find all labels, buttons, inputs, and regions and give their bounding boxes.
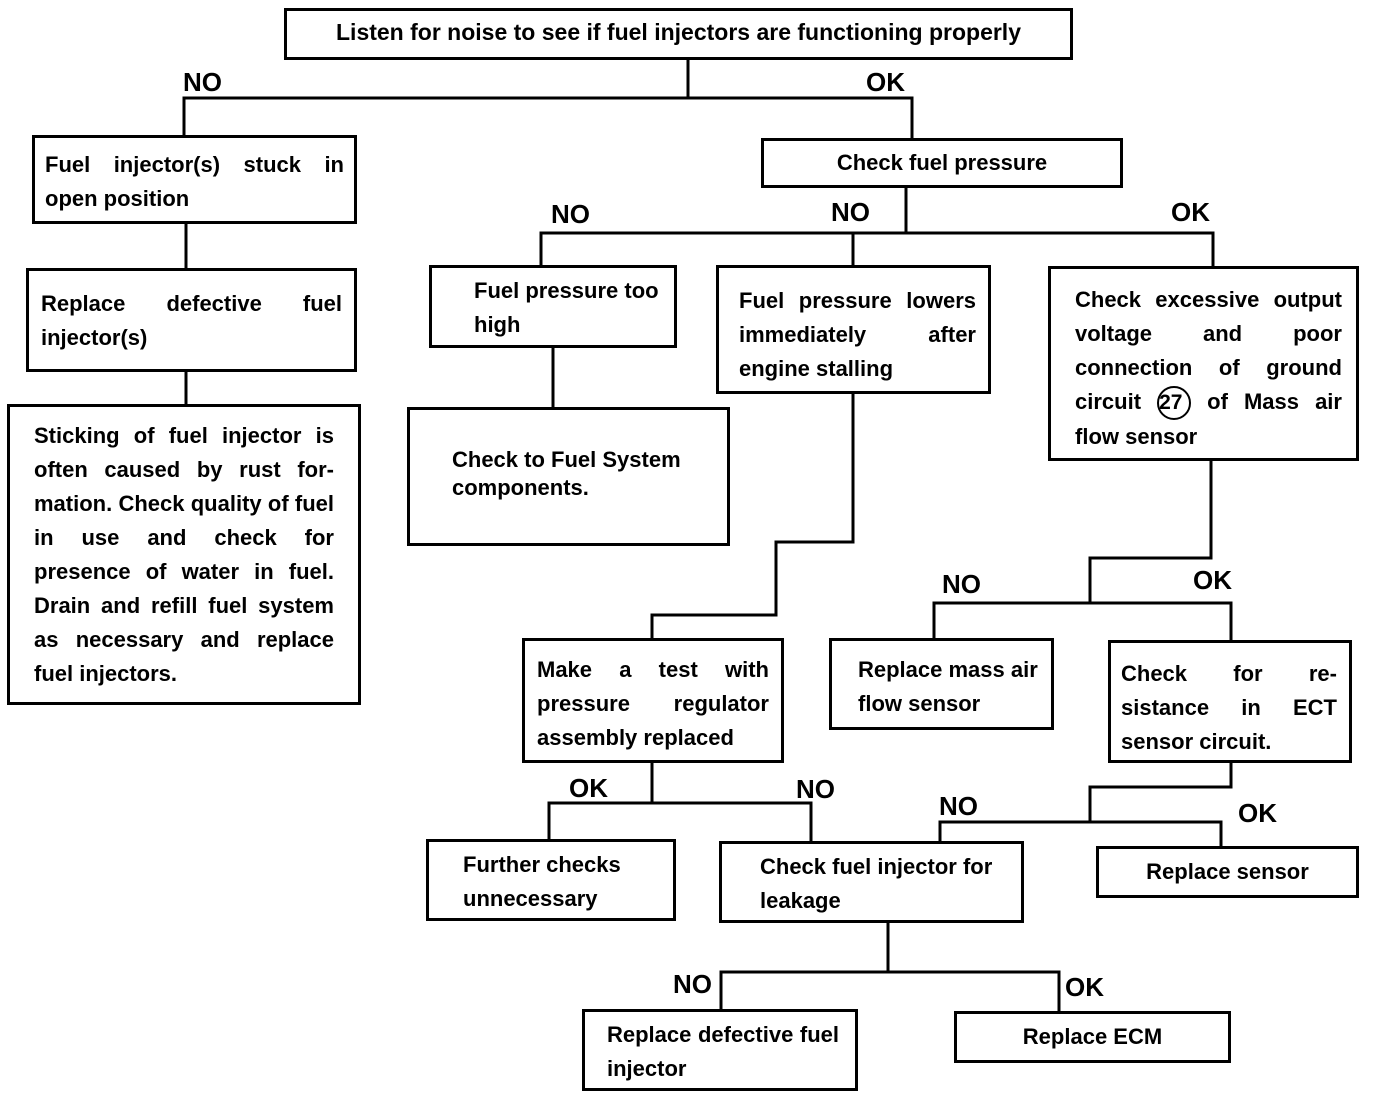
label-no: NO bbox=[831, 197, 870, 227]
label-no: NO bbox=[551, 199, 590, 229]
excessive-text-post: of Mass air flow sensor bbox=[1075, 389, 1342, 449]
node-replace-sensor: Replace sensor bbox=[1096, 846, 1359, 898]
node-pressure-too-high: Fuel pressure too high bbox=[429, 265, 677, 348]
label-no: NO bbox=[942, 569, 981, 599]
node-replace-ecm: Replace ECM bbox=[954, 1011, 1231, 1063]
label-ok: OK bbox=[1065, 972, 1104, 1002]
label-ok: OK bbox=[866, 67, 905, 97]
node-check-ect: Check for re-sistance in ECT sensor circ… bbox=[1108, 640, 1352, 763]
node-replace-maf: Replace mass air flow sensor bbox=[829, 638, 1054, 730]
node-injector-stuck: Fuel injector(s) stuck in open position bbox=[32, 135, 357, 224]
label-no: NO bbox=[939, 791, 978, 821]
node-pressure-lowers: Fuel pressure lowers immediately after e… bbox=[716, 265, 991, 394]
circuit-number-badge: 27 bbox=[1157, 386, 1192, 420]
node-replace-injectors: Replace defective fuel injector(s) bbox=[26, 268, 357, 372]
label-no: NO bbox=[673, 969, 712, 999]
excessive-text-pre: Check excessive output voltage and poor … bbox=[1075, 287, 1342, 414]
node-check-leakage: Check fuel injector for leakage bbox=[719, 841, 1024, 923]
node-test-regulator: Make a test with pressure regulator asse… bbox=[522, 638, 784, 763]
node-replace-defective-injector: Replace defective fuel injector bbox=[582, 1009, 858, 1091]
node-check-components: Check to Fuel System components. bbox=[407, 407, 730, 546]
label-ok: OK bbox=[1193, 565, 1232, 595]
label-ok: OK bbox=[1238, 798, 1277, 828]
node-root: Listen for noise to see if fuel injector… bbox=[284, 8, 1073, 60]
node-check-fuel-pressure: Check fuel pressure bbox=[761, 138, 1123, 188]
label-no: NO bbox=[183, 67, 222, 97]
node-sticking-note: Sticking of fuel injector is often cause… bbox=[7, 404, 361, 705]
label-ok: OK bbox=[569, 773, 608, 803]
node-check-excessive-voltage: Check excessive output voltage and poor … bbox=[1048, 266, 1359, 461]
node-further-checks: Further checks unnecessary bbox=[426, 839, 676, 921]
label-no: NO bbox=[796, 774, 835, 804]
label-ok: OK bbox=[1171, 197, 1210, 227]
